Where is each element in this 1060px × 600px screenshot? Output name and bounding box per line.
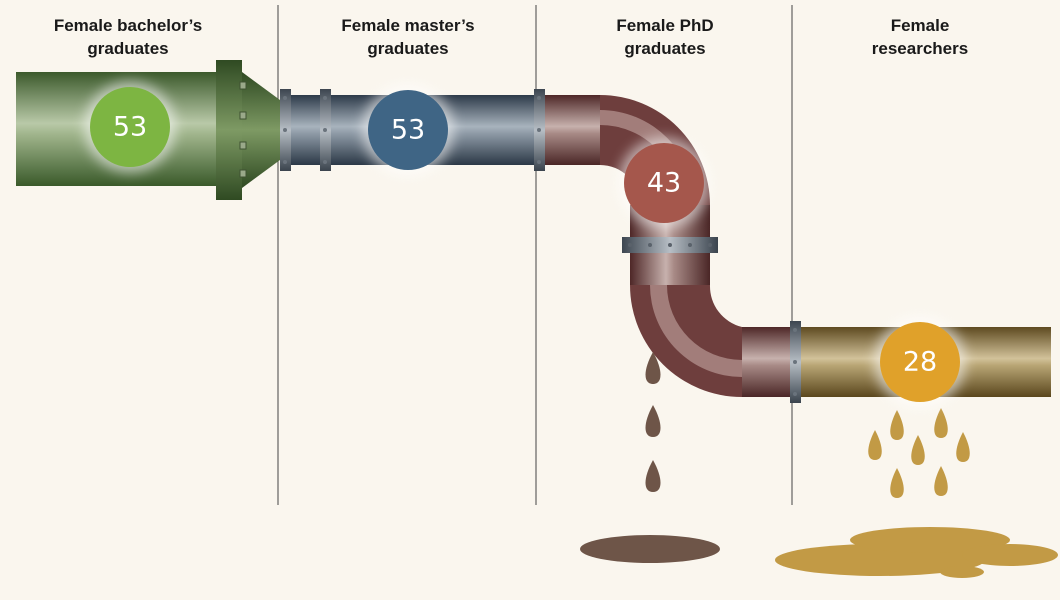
puddle-researchers <box>775 527 1058 578</box>
drops-phd <box>645 352 661 492</box>
heading-bachelors: Female bachelor’s graduates <box>8 14 248 60</box>
heading-researchers: Female researchers <box>800 14 1040 60</box>
heading-masters-line2: graduates <box>367 39 449 58</box>
value-circle-bachelors: 53 <box>84 81 176 173</box>
heading-phd-line1: Female PhD <box>616 16 714 35</box>
heading-masters-line1: Female master’s <box>341 16 475 35</box>
puddle-phd <box>580 535 720 563</box>
value-bachelors: 53 <box>113 112 147 143</box>
heading-phd-line2: graduates <box>624 39 706 58</box>
value-circle-phd: 43 <box>618 137 710 229</box>
heading-masters: Female master’s graduates <box>288 14 528 60</box>
value-researchers: 28 <box>903 347 937 378</box>
value-circle-researchers: 28 <box>874 316 966 408</box>
heading-bachelors-line1: Female bachelor’s <box>53 16 203 35</box>
heading-researchers-line2: researchers <box>871 39 969 58</box>
drops-researchers <box>868 408 970 498</box>
value-circle-masters: 53 <box>362 84 454 176</box>
heading-researchers-line1: Female <box>890 16 950 35</box>
heading-phd: Female PhD graduates <box>545 14 785 60</box>
heading-bachelors-line2: graduates <box>87 39 169 58</box>
value-masters: 53 <box>391 115 425 146</box>
value-phd: 43 <box>647 168 681 199</box>
